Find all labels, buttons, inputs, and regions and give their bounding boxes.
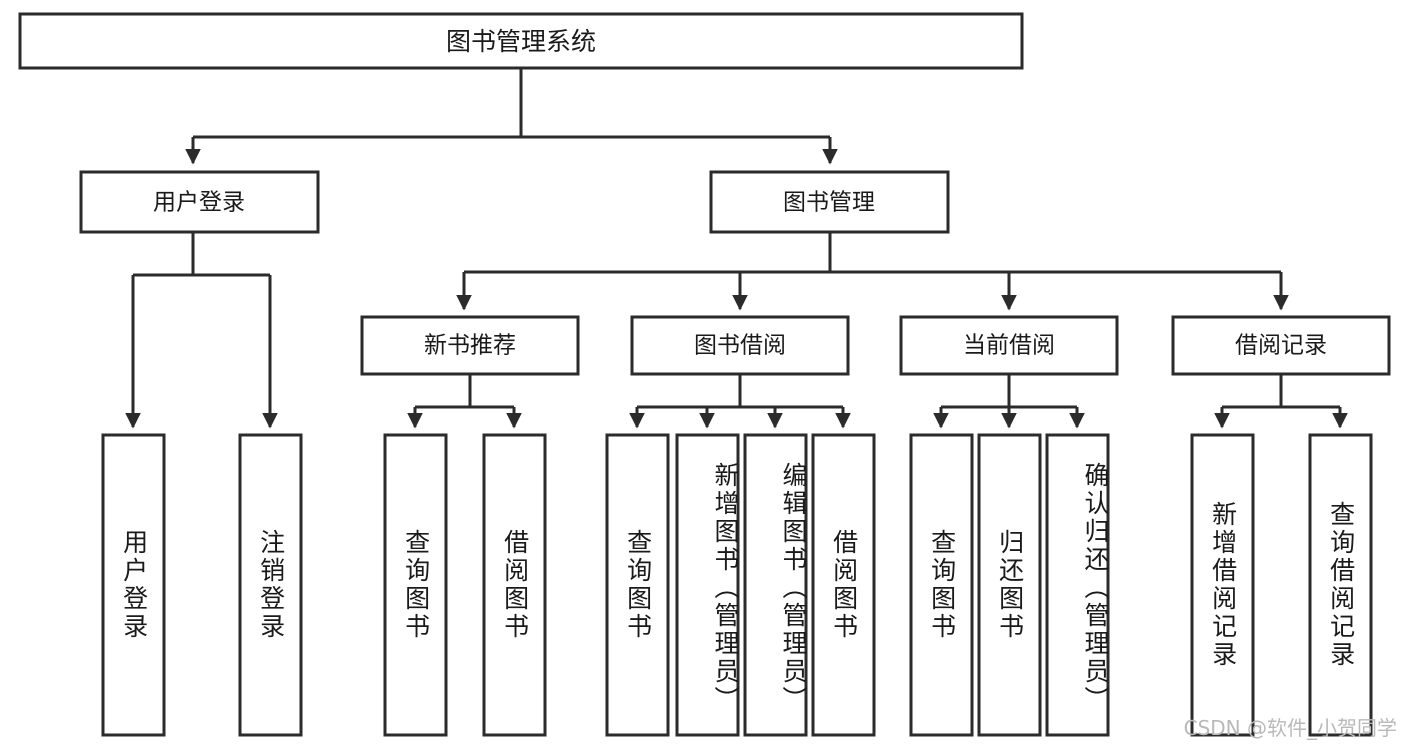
node-label-new-book-recommend: 新书推荐 (424, 333, 516, 359)
leaf-label-edit-book-admin: 编辑图书（管理员） (779, 462, 808, 714)
leaf-label-return-book: 归还图书 (995, 529, 1025, 641)
node-label-book-manage: 图书管理 (783, 190, 875, 216)
leaf-label-logout: 注销登录 (256, 529, 286, 641)
leaf-box-borrow-book-2[interactable] (811, 433, 876, 737)
leaf-box-logout[interactable] (238, 433, 303, 737)
node-label-book-borrow: 图书借阅 (694, 333, 786, 359)
leaf-box-query-book-3[interactable] (909, 433, 974, 737)
node-box-book-manage[interactable] (709, 170, 950, 234)
node-label-root: 图书管理系统 (446, 27, 596, 56)
leaf-box-return-book[interactable] (977, 433, 1042, 737)
leaf-box-user-login[interactable] (101, 433, 166, 737)
leaf-label-borrow-book-2: 借阅图书 (829, 529, 859, 641)
leaf-label-borrow-book-1: 借阅图书 (500, 529, 530, 641)
leaf-box-edit-book-admin[interactable] (743, 433, 808, 737)
leaf-label-query-book-3: 查询图书 (927, 529, 957, 641)
leaf-box-confirm-return-admin[interactable] (1045, 433, 1110, 737)
node-box-book-borrow[interactable] (630, 315, 850, 376)
node-box-new-book-recommend[interactable] (360, 315, 580, 376)
node-label-current-borrow: 当前借阅 (963, 333, 1055, 359)
leaf-box-query-borrow-record[interactable] (1308, 433, 1373, 737)
leaf-label-query-book-2: 查询图书 (623, 529, 653, 641)
csdn-watermark: CSDN @软件_小贺同学 (1183, 716, 1397, 740)
leaf-label-confirm-return-admin: 确认归还（管理员） (1081, 462, 1110, 714)
node-label-borrow-record: 借阅记录 (1235, 333, 1327, 359)
leaf-label-query-borrow-record: 查询借阅记录 (1326, 501, 1356, 669)
leaf-box-query-book-1[interactable] (383, 433, 448, 737)
leaf-box-borrow-book-1[interactable] (482, 433, 547, 737)
node-box-current-borrow[interactable] (899, 315, 1119, 376)
leaf-box-add-borrow-record[interactable] (1190, 433, 1255, 737)
leaf-box-query-book-2[interactable] (605, 433, 670, 737)
node-box-user-login[interactable] (79, 170, 320, 234)
leaf-box-add-book-admin[interactable] (675, 433, 740, 737)
leaf-label-query-book-1: 查询图书 (401, 529, 431, 641)
leaf-label-add-borrow-record: 新增借阅记录 (1208, 501, 1238, 669)
node-label-user-login: 用户登录 (153, 190, 245, 216)
node-box-borrow-record[interactable] (1171, 315, 1391, 376)
leaf-label-add-book-admin: 新增图书（管理员） (711, 462, 740, 714)
node-box-root[interactable] (18, 12, 1024, 70)
leaf-label-user-login: 用户登录 (119, 529, 149, 641)
